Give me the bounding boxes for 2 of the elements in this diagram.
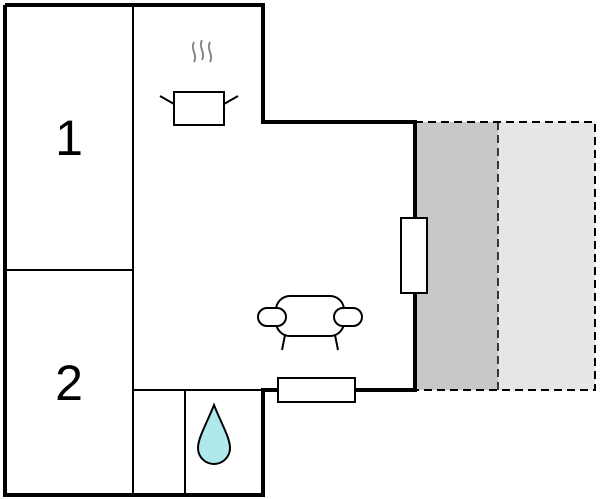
room-number: 1 [7,7,131,268]
room-number: 2 [7,272,131,493]
